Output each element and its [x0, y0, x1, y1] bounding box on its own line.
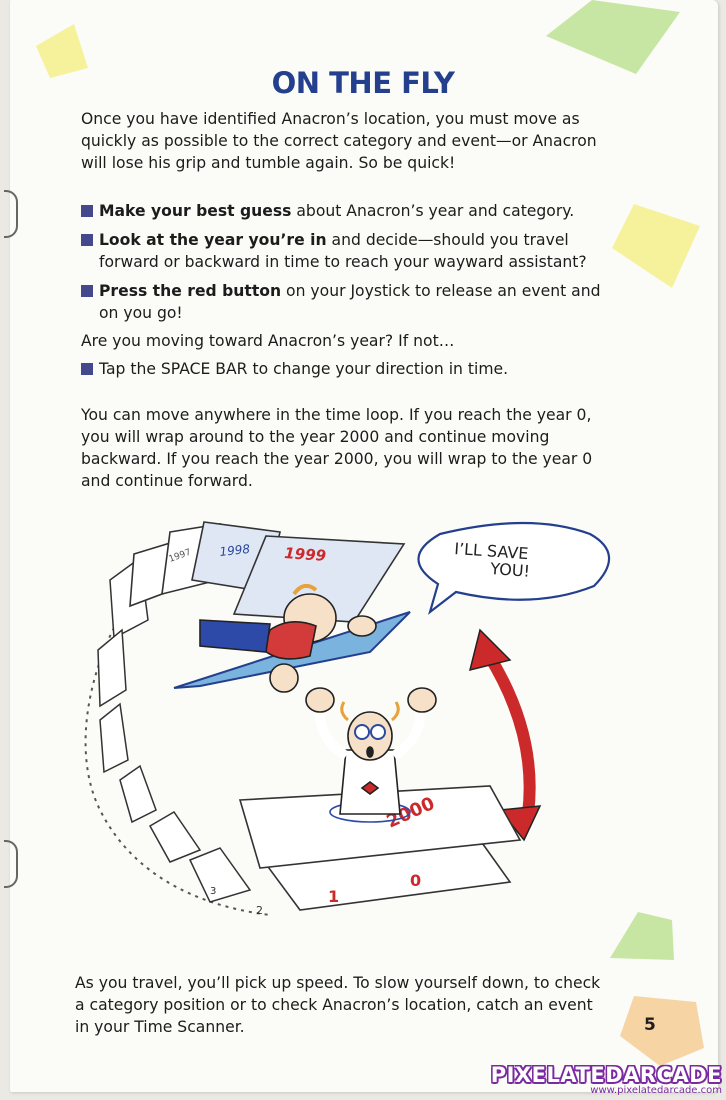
- anacron-scientist-icon: [305, 687, 437, 823]
- speech-line-2: YOU!: [489, 559, 531, 581]
- decor-green-topright: [546, 0, 680, 74]
- watermark-url: www.pixelatedarcade.com: [590, 1085, 722, 1096]
- bullet-best-guess: Make your best guess about Anacron’s yea…: [81, 200, 619, 222]
- square-bullet-icon: [81, 285, 93, 297]
- bottom-card-stack: [238, 785, 522, 911]
- bullet-red-button: Press the red button on your Joystick to…: [81, 280, 619, 324]
- page-number: 5: [644, 1015, 656, 1035]
- decor-yellow-right: [612, 204, 700, 288]
- watermark-brand: PIXELATEDARCADE: [490, 1063, 722, 1087]
- question-line: Are you moving toward Anacron’s year? If…: [81, 332, 455, 350]
- card-label-3: 3: [210, 886, 216, 897]
- intro-paragraph: Once you have identified Anacron’s locat…: [81, 110, 597, 172]
- loop-paragraph: You can move anywhere in the time loop. …: [81, 406, 593, 490]
- bullet-look-year: Look at the year you’re in and decide—sh…: [81, 229, 619, 273]
- page-title: ON THE FLY: [271, 66, 455, 100]
- card-label-2: 2: [256, 904, 263, 917]
- card-label-0: 0: [410, 871, 421, 890]
- decor-orange-pagenum: [620, 996, 704, 1066]
- time-loop-illustration: 1998 1999 1997 I’LL SAVE YOU! 2000 1 2 3…: [84, 521, 611, 917]
- red-double-arrow-icon: [468, 628, 542, 842]
- staple-top-icon: [4, 190, 18, 238]
- bullet-bold: Make your best guess: [99, 202, 292, 220]
- top-year-cards: [129, 521, 406, 623]
- square-bullet-icon: [81, 205, 93, 217]
- card-label-1: 1: [328, 887, 339, 906]
- bullet-space-bar: Tap the SPACE BAR to change your directi…: [81, 358, 619, 380]
- square-bullet-icon: [81, 234, 93, 246]
- bullet-text: and decide—should you travel forward or …: [99, 231, 587, 271]
- staple-bottom-icon: [4, 840, 18, 888]
- square-bullet-icon: [81, 363, 93, 375]
- bullet-text: about Anacron’s year and category.: [291, 202, 575, 220]
- bullet-text: on your Joystick to release an event and…: [99, 282, 601, 322]
- bullet-bold: Press the red button: [99, 282, 282, 300]
- card-chain: [97, 556, 252, 903]
- bullet-bold: Look at the year you’re in: [99, 231, 327, 249]
- card-label-1998: 1998: [219, 542, 251, 559]
- card-label-1999: 1999: [284, 544, 327, 565]
- decor-yellow-topleft: [36, 24, 88, 78]
- watermark: PIXELATEDARCADE www.pixelatedarcade.com: [491, 1064, 722, 1096]
- closing-paragraph: As you travel, you’ll pick up speed. To …: [75, 974, 601, 1036]
- boy-rescuer-icon: [199, 583, 377, 693]
- decor-green-bottomright: [610, 912, 674, 960]
- speech-bubble: I’LL SAVE YOU!: [417, 521, 611, 615]
- bullet-text: Tap the SPACE BAR to change your directi…: [99, 360, 509, 378]
